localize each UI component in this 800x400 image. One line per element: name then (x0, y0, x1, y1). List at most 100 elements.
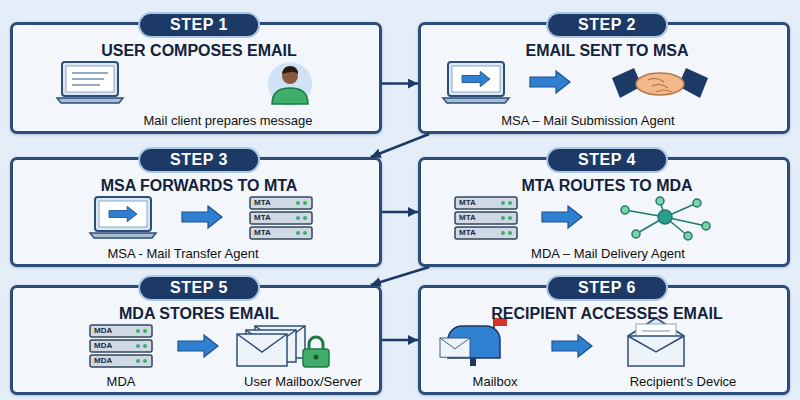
laptop-icon (90, 197, 156, 238)
step-caption: Recipient's Device (630, 374, 737, 390)
open-envelope-icon (628, 318, 684, 366)
mailbox-icon-part (470, 356, 476, 366)
open-envelope-icon-part (642, 336, 666, 337)
lock-icon-part (314, 355, 319, 360)
lock-icon-part (303, 349, 329, 367)
network-hub-icon-part (693, 199, 701, 207)
network-hub-icon-part (660, 201, 665, 217)
mailbox-envelopes-icon-part (246, 330, 296, 362)
open-envelope-icon-part (628, 336, 684, 366)
laptop-icon-part (462, 71, 490, 86)
open-envelope-icon-part (628, 318, 684, 336)
handshake-icon-part (678, 68, 708, 98)
flow-connector (371, 134, 429, 157)
network-hub-icon-part (658, 210, 672, 224)
flow-connector (382, 339, 418, 342)
handshake-icon-part (648, 78, 672, 92)
handshake-icon-part (636, 73, 684, 95)
laptop-icon-part (72, 78, 104, 80)
step-title: USER COMPOSES EMAIL (101, 41, 297, 61)
laptop-icon-part (72, 84, 100, 86)
network-hub-icon-part (665, 217, 706, 226)
network-hub-icon-part (632, 230, 640, 238)
mailbox-envelopes-icon (237, 326, 305, 366)
step-caption: MDA – Mail Delivery Agent (531, 246, 685, 262)
mailbox-envelopes-icon-part (237, 334, 287, 366)
step-caption: Mail client prepares message (143, 113, 312, 129)
mta-server-icon (250, 197, 312, 239)
flow-connector (382, 82, 418, 85)
flow-arrow-icon (530, 71, 570, 93)
laptop-icon-part (109, 206, 137, 221)
server-label: MTA (459, 198, 476, 208)
flow-connector (382, 211, 418, 214)
step-badge: STEP 3 (138, 147, 260, 173)
user-icon-part (268, 62, 312, 106)
laptop-icon-part (72, 72, 108, 74)
network-hub-icon (621, 197, 710, 240)
flow-arrow-icon (178, 335, 218, 357)
mailbox-icon-part (440, 338, 470, 357)
server-label: MTA (254, 228, 271, 238)
step-caption: MSA - Mail Transfer Agent (107, 246, 258, 262)
step-panel: STEP 3MSA FORWARDS TO MTAMSA - Mail Tran… (10, 157, 382, 267)
lock-icon-part (309, 337, 323, 350)
lock-icon (303, 337, 329, 367)
step-title: MSA FORWARDS TO MTA (101, 176, 298, 196)
network-hub-icon-part (684, 232, 692, 240)
handshake-icon (612, 68, 708, 98)
network-hub-icon-part (621, 206, 629, 214)
step-title: RECIPIENT ACCESSES EMAIL (491, 304, 722, 324)
mailbox-icon-part (493, 318, 495, 334)
laptop-icon-part (90, 197, 156, 238)
server-label: MTA (459, 213, 476, 223)
handshake-icon-part (612, 68, 642, 98)
step-panel: STEP 6RECIPIENT ACCESSES EMAILMailboxRec… (418, 285, 790, 395)
network-hub-icon-part (665, 203, 697, 217)
server-label: MTA (254, 213, 271, 223)
step-badge: STEP 1 (138, 12, 260, 38)
step-caption: Mailbox (473, 374, 518, 390)
network-hub-icon-part (665, 217, 688, 236)
user-icon-part (282, 68, 298, 84)
open-envelope-icon-part (636, 324, 676, 348)
server-label: MTA (459, 228, 476, 238)
mailbox-icon-part (494, 318, 507, 326)
server-label: MDA (94, 341, 112, 351)
mailbox-icon (440, 318, 507, 366)
step-badge: STEP 5 (138, 275, 260, 301)
server-label: MDA (94, 356, 112, 366)
step-caption: MSA – Mail Submission Agent (501, 113, 674, 129)
laptop-icon-part (57, 62, 123, 103)
network-hub-icon-part (636, 217, 665, 234)
flow-arrow-icon (542, 206, 582, 228)
flow-arrow-icon (182, 206, 222, 228)
step-badge: STEP 6 (546, 275, 668, 301)
open-envelope-icon-part (642, 330, 670, 331)
step-caption: MDA (107, 374, 136, 390)
step-badge: STEP 4 (546, 147, 668, 173)
mailbox-envelopes-icon-part (255, 326, 305, 358)
server-label: MTA (254, 198, 271, 208)
step-panel: STEP 5MDA STORES EMAILMDAUser Mailbox/Se… (10, 285, 382, 395)
network-hub-icon-part (656, 197, 664, 205)
step-panel: STEP 1USER COMPOSES EMAILMail client pre… (10, 22, 382, 134)
step-title: MTA ROUTES TO MDA (521, 176, 692, 196)
network-hub-icon-part (625, 210, 665, 217)
network-hub-icon-part (702, 222, 710, 230)
user-icon-part (282, 66, 298, 74)
flow-arrow-icon (552, 335, 592, 357)
mda-server-icon (90, 325, 152, 367)
step-badge: STEP 2 (546, 12, 668, 38)
flow-connector (371, 267, 429, 285)
user-icon-part (272, 88, 308, 104)
user-icon (268, 62, 312, 106)
mailbox-icon-part (448, 326, 500, 358)
step-panel: STEP 2EMAIL SENT TO MSAMSA – Mail Submis… (418, 22, 790, 134)
step-panel: STEP 4MTA ROUTES TO MDAMDA – Mail Delive… (418, 157, 790, 267)
step-caption: User Mailbox/Server (244, 374, 362, 390)
